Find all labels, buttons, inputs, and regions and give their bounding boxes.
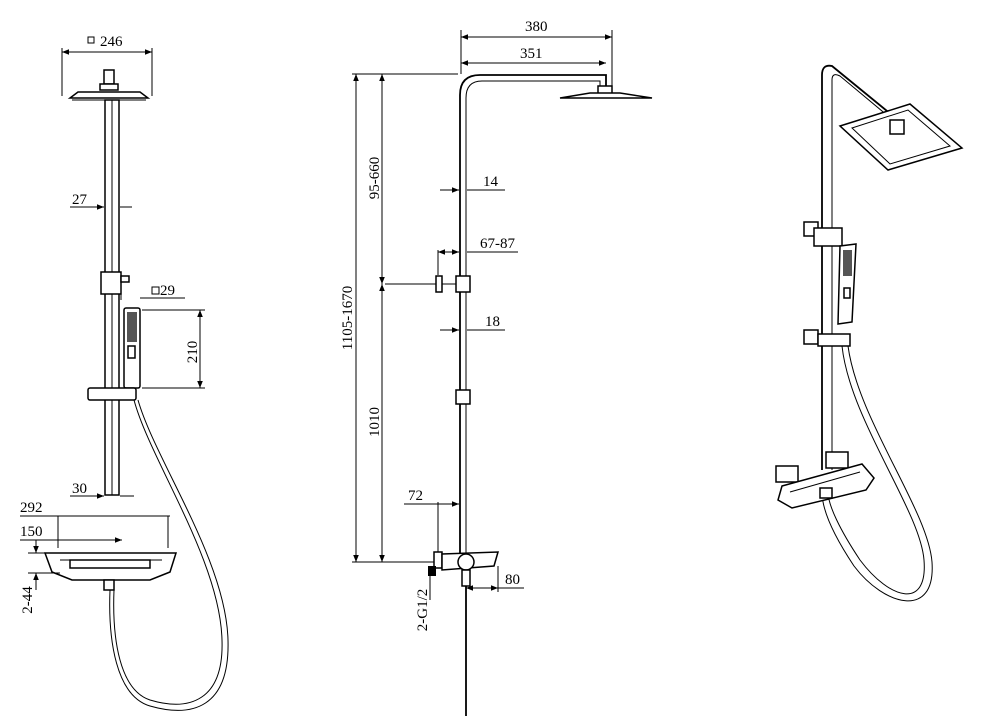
dim-upper-adjust: 95-660 <box>367 74 385 284</box>
front-shower-head <box>67 69 151 101</box>
persp-mixer <box>775 451 875 509</box>
side-shower-head <box>559 85 653 99</box>
dim-inlet: 2-G1/2 <box>415 576 431 631</box>
front-hand-shower <box>123 307 141 389</box>
side-slider <box>455 389 471 405</box>
label-hand-shower-width: 29 <box>160 283 175 299</box>
dim-arm-total: 380 <box>460 19 613 86</box>
label-head-width: 246 <box>100 34 123 50</box>
label-mixer-center: 150 <box>20 524 43 540</box>
label-mixer-height: 2-44 <box>20 586 36 614</box>
dim-pipe-upper: 14 <box>440 174 505 193</box>
square-section-icon <box>87 36 95 44</box>
front-slider-bracket <box>87 387 137 401</box>
persp-upper-bracket <box>803 221 843 247</box>
label-mixer-width: 292 <box>20 500 43 516</box>
label-pipe-diameter: 27 <box>72 192 88 208</box>
dim-mixer-height: 2-44 <box>20 540 60 614</box>
perspective-view <box>775 64 964 602</box>
front-view: 246 27 29 210 <box>20 34 229 711</box>
label-upper-adjust: 95-660 <box>367 157 383 200</box>
side-wall-bracket <box>385 275 471 293</box>
persp-slider <box>803 329 851 347</box>
persp-arm <box>821 64 899 470</box>
label-hand-shower-length: 210 <box>185 341 201 364</box>
dim-spout: 80 <box>466 566 524 592</box>
side-arm <box>459 74 607 560</box>
label-arm-total: 380 <box>525 19 548 35</box>
dim-arm-reach: 351 <box>461 46 606 66</box>
dim-pipe-diameter: 27 <box>70 192 132 210</box>
label-inlet: 2-G1/2 <box>415 589 431 632</box>
label-spout: 80 <box>505 572 520 588</box>
dim-mixer-width: 292 <box>20 500 170 548</box>
label-arm-reach: 351 <box>520 46 543 62</box>
dim-head-width: 246 <box>61 34 153 96</box>
persp-hand-shower <box>837 243 857 325</box>
side-view: 380 351 14 67-87 18 <box>340 19 653 716</box>
front-mixer <box>43 552 178 591</box>
label-wall-offset: 72 <box>408 488 423 504</box>
dim-lower-height: 1010 <box>367 284 385 562</box>
side-mixer <box>428 551 500 716</box>
dim-hand-shower-width: 29 <box>140 283 185 299</box>
label-total-height: 1105-1670 <box>340 286 356 350</box>
persp-shower-head <box>838 103 964 171</box>
dim-mixer-center: 150 <box>20 524 122 543</box>
persp-hose <box>827 345 925 595</box>
front-hose <box>113 399 223 705</box>
front-upper-bracket <box>100 271 122 295</box>
dim-mixer-pipe: 30 <box>70 481 134 499</box>
dim-hand-shower-length: 210 <box>142 309 205 389</box>
label-bracket-offset: 67-87 <box>480 236 515 252</box>
dim-wall-offset: 72 <box>404 488 459 560</box>
dim-total-height: 1105-1670 <box>340 73 458 563</box>
dim-bracket-offset: 67-87 <box>437 236 518 275</box>
label-pipe-lower: 18 <box>485 314 500 330</box>
dim-pipe-lower: 18 <box>440 314 505 333</box>
label-pipe-upper: 14 <box>483 174 499 190</box>
label-lower-height: 1010 <box>367 407 383 437</box>
label-mixer-pipe: 30 <box>72 481 87 497</box>
